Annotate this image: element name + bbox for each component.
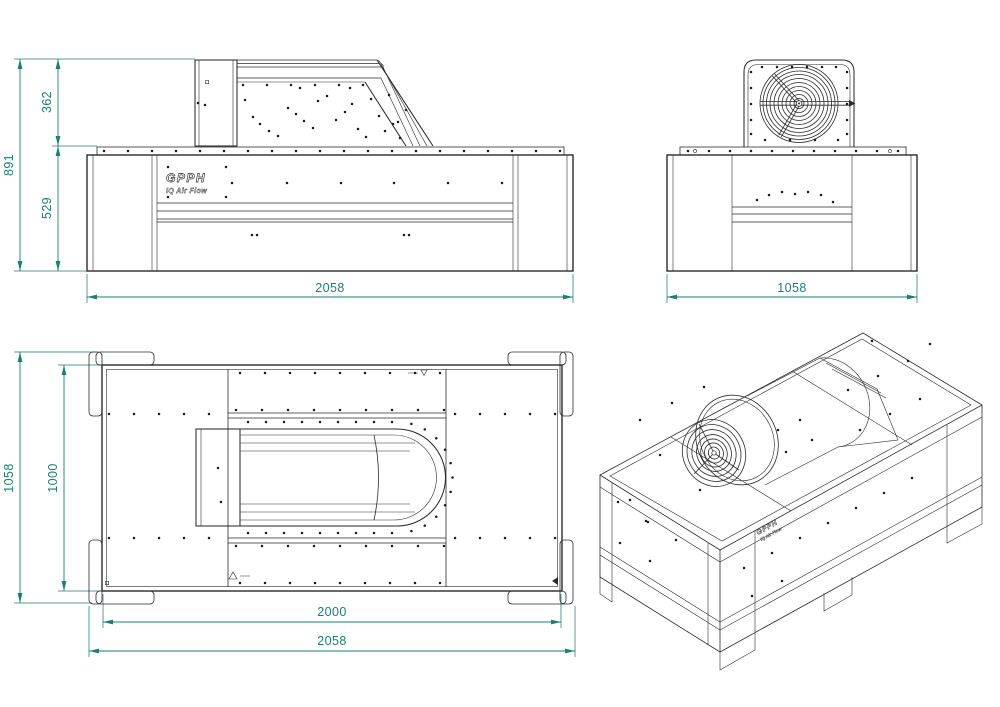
isometric-view: GPPH IQ Air Flow	[599, 332, 983, 671]
dim-label-top-2058: 2058	[317, 634, 346, 648]
rivet-dots-side	[686, 65, 900, 204]
dim-label-529: 529	[40, 197, 54, 219]
fan-grille	[759, 64, 856, 143]
warning-marks	[105, 369, 558, 586]
brand-logo-iso: GPPH IQ Air Flow	[755, 519, 783, 542]
dim-label-891: 891	[2, 154, 16, 176]
iso-side-faces	[599, 405, 983, 653]
top-extension-lines	[14, 351, 576, 657]
front-view: 891 362 529 2058 GPPH IQ Air Flow	[2, 58, 574, 303]
front-body-outline	[86, 154, 574, 272]
corner-tabs	[88, 351, 574, 605]
front-flange-strip	[96, 146, 565, 156]
fan-cone-arc	[373, 434, 379, 521]
dim-label-side-1058: 1058	[777, 281, 806, 295]
dim-label-top-1000: 1000	[46, 463, 60, 492]
side-body-outline	[666, 154, 918, 272]
dim-label-362: 362	[40, 91, 54, 113]
dim-label-top-1058: 1058	[2, 463, 16, 492]
dim-label-top-2000: 2000	[317, 605, 346, 619]
iso-fan-face	[681, 419, 747, 487]
iso-legs	[599, 507, 983, 671]
front-hood-outline	[194, 59, 434, 147]
hood-small-square-mark	[205, 80, 210, 85]
top-view: 1058 1000 2000 2058	[2, 351, 576, 657]
brand-name-front: GPPH	[166, 171, 206, 185]
rivet-dots-front	[102, 83, 562, 237]
top-body-outline	[101, 364, 563, 592]
brand-logo-front: GPPH IQ Air Flow	[166, 171, 207, 196]
grille-bar-tip	[849, 100, 856, 107]
rivet-dots-top	[107, 371, 557, 585]
rivet-dots-iso	[616, 339, 932, 598]
flange-hole-right	[888, 149, 892, 153]
flange-hole-left	[693, 149, 697, 153]
dim-label-front-2058: 2058	[315, 281, 344, 295]
iso-top-face	[599, 332, 983, 551]
brand-tagline-front: IQ Air Flow	[166, 188, 207, 195]
front-extension-lines	[14, 58, 574, 303]
iso-fan	[681, 357, 899, 487]
fan-housing-top	[195, 428, 446, 527]
side-view: 1058	[666, 59, 918, 303]
